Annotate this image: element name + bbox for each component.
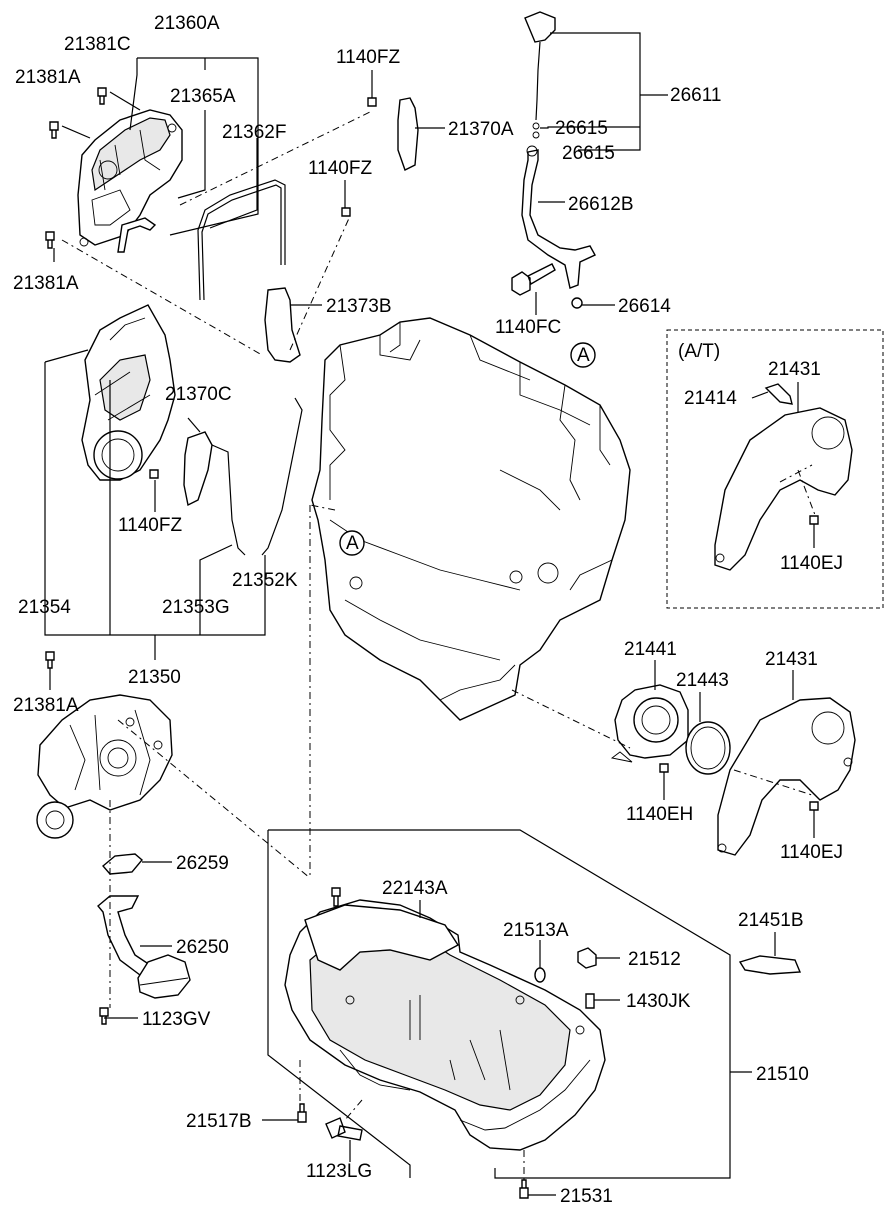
label-21362F: 21362F: [222, 122, 286, 143]
label-26612B: 26612B: [568, 194, 634, 215]
leader-lines: [44, 32, 815, 1196]
rear-oil-seal: [685, 721, 731, 775]
label-21381A-left: 21381A: [13, 273, 79, 294]
label-21513A: 21513A: [503, 920, 569, 941]
label-21350: 21350: [128, 667, 181, 688]
reference-a-top: [570, 342, 596, 368]
rear-oil-seal-inner: [690, 726, 726, 770]
label-21441: 21441: [624, 639, 677, 660]
label-21352K: 21352K: [232, 570, 298, 591]
bolt-1123lg: [325, 1117, 363, 1141]
label-21370C: 21370C: [165, 384, 232, 405]
oil-strainer: [97, 895, 191, 999]
label-21381A-top: 21381A: [15, 67, 81, 88]
label-21431-low: 21431: [765, 649, 818, 670]
oil-pan: [284, 899, 606, 1151]
dipstick-tube: [521, 145, 596, 289]
bolt-1140fc: [511, 263, 556, 296]
clip-21451b: [738, 955, 802, 975]
at-variant-box: [666, 329, 884, 609]
dipstick: [524, 11, 556, 139]
label-21517B: 21517B: [186, 1111, 252, 1132]
cover-gasket-lower: [211, 444, 246, 556]
label-21365A: 21365A: [170, 86, 236, 107]
label-26615-a: 26615: [555, 118, 608, 139]
label-26614: 26614: [618, 296, 671, 317]
center-lines: [61, 111, 816, 1180]
label-1140FC: 1140FC: [495, 317, 561, 338]
label-21381C: 21381C: [64, 34, 131, 55]
label-26259: 26259: [176, 853, 229, 874]
drain-washer: [534, 967, 546, 983]
label-ref-a-block: A: [346, 533, 359, 554]
label-1123LG: 1123LG: [306, 1161, 372, 1182]
label-at-title: (A/T): [678, 341, 720, 362]
label-21373B: 21373B: [326, 296, 392, 317]
label-21451B: 21451B: [738, 910, 804, 931]
label-21510: 21510: [756, 1064, 809, 1085]
bolts: [45, 87, 819, 1199]
bracket-upper: [397, 97, 419, 171]
bracket-lower: [183, 431, 213, 507]
reference-a-block: [339, 530, 365, 556]
label-1140EJ-at: 1140EJ: [780, 553, 843, 574]
label-26611: 26611: [670, 85, 721, 106]
label-26250: 26250: [176, 937, 229, 958]
label-22143A: 22143A: [382, 878, 448, 899]
bracket-middle: [264, 287, 301, 363]
label-21381A-low: 21381A: [13, 695, 79, 716]
label-26615-b: 26615: [562, 143, 615, 164]
label-21414: 21414: [684, 388, 737, 409]
label-ref-a-top: A: [577, 345, 590, 366]
engine-block: [311, 317, 631, 721]
label-21531: 21531: [560, 1186, 613, 1207]
label-21431-at: 21431: [768, 359, 821, 380]
pump-gasket: [102, 853, 143, 875]
label-21443: 21443: [676, 670, 729, 691]
timing-cover-upper: [77, 109, 183, 247]
label-1430JK: 1430JK: [626, 991, 691, 1012]
drain-plug: [577, 947, 597, 969]
cover-seal-upper: [117, 217, 157, 253]
label-1140FZ-mid: 1140FZ: [308, 158, 372, 179]
label-1140FZ-top: 1140FZ: [336, 47, 400, 68]
label-1123GV: 1123GV: [142, 1009, 211, 1030]
drive-plate-lower: [717, 697, 856, 856]
label-1140FZ-low: 1140FZ: [118, 515, 182, 536]
label-21370A: 21370A: [448, 119, 514, 140]
label-21360A: 21360A: [154, 13, 220, 34]
cover-gasket-strip-inner: [201, 184, 282, 301]
label-1140EH: 1140EH: [626, 804, 693, 825]
dowel-pin: [585, 993, 595, 1009]
bracket-21414: [764, 383, 793, 405]
cover-gasket-strip: [197, 179, 286, 301]
drive-plate-upper: [714, 407, 853, 571]
oil-pump: [36, 694, 173, 839]
o-ring-26614: [571, 297, 583, 309]
cover-gasket-long: [261, 397, 303, 556]
rear-seal-case: [610, 684, 689, 763]
label-21353G: 21353G: [162, 597, 230, 618]
part-labels: 21360A 21381C 21381A 21365A 21362F 1140F…: [13, 13, 843, 1207]
label-21512: 21512: [628, 949, 681, 970]
label-1140EJ-low: 1140EJ: [780, 842, 843, 863]
timing-cover-lower: [81, 304, 176, 481]
label-21354: 21354: [18, 597, 71, 618]
